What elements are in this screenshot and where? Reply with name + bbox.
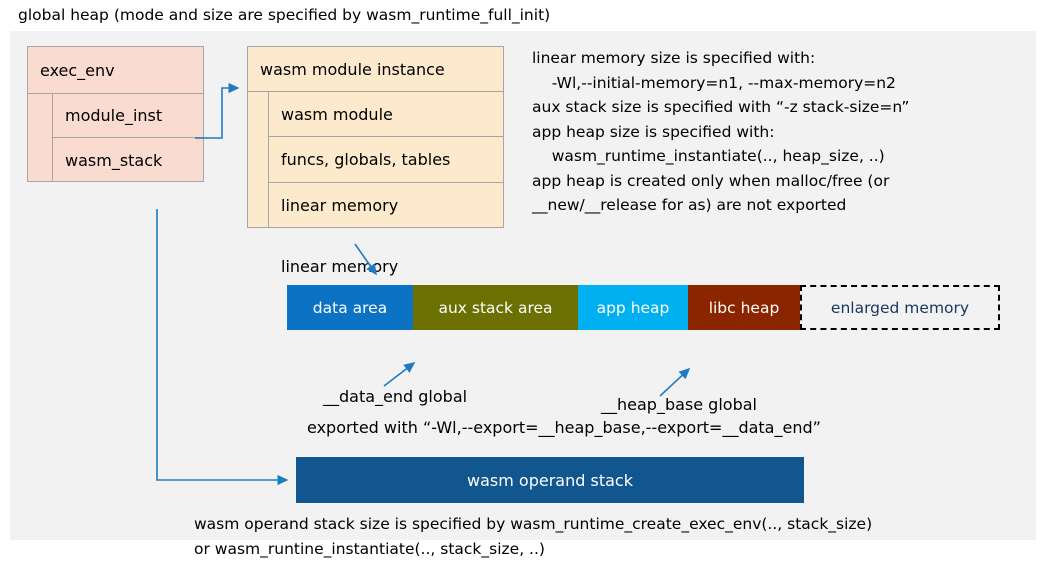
diagram-canvas: exec_env module_inst wasm_stack wasm mod… <box>10 31 1036 558</box>
wasm-operand-stack-bar: wasm operand stack <box>296 457 804 503</box>
field-funcs-globals-tables: funcs, globals, tables <box>269 137 503 183</box>
memory-segment-libc-heap: libc heap <box>688 285 800 330</box>
heap-base-global-label: __heap_base global <box>601 395 757 414</box>
exec-env-gutter <box>28 94 53 182</box>
field-linear-memory: linear memory <box>281 195 399 215</box>
exec-env-field-list: module_inst wasm_stack <box>53 94 203 182</box>
wasm-module-instance-gutter <box>248 92 269 228</box>
memory-segment-app-heap: app heap <box>578 285 688 330</box>
page-title: global heap (mode and size are specified… <box>18 6 551 24</box>
connector-wasm-stack-to-operand-stack <box>156 209 289 486</box>
export-flags-note: exported with “-Wl,--export=__heap_base,… <box>307 418 821 437</box>
memory-segment-data-area: data area <box>287 285 413 330</box>
field-wasm-module: wasm module <box>269 92 503 138</box>
data-end-global-label: __data_end global <box>323 387 468 406</box>
connector-data-end-pointer <box>383 362 416 387</box>
wasm-module-instance-box: wasm module instance wasm module funcs, … <box>247 46 504 228</box>
exec-env-box: exec_env module_inst wasm_stack <box>27 46 204 182</box>
wasm-module-instance-header: wasm module instance <box>248 47 503 92</box>
exec-env-header: exec_env <box>28 47 203 94</box>
memory-segment-enlarged-memory: enlarged memory <box>800 285 1000 330</box>
exec-env-field-module-inst: module_inst <box>53 94 203 138</box>
wasm-module-instance-field-list: wasm module funcs, globals, tables linea… <box>269 92 503 228</box>
linear-memory-caption: linear memory <box>281 257 399 276</box>
exec-env-field-wasm-stack: wasm_stack <box>65 150 163 170</box>
connector-heap-base-pointer <box>659 367 691 397</box>
exec-env-body: module_inst wasm_stack <box>28 94 203 182</box>
runtime-configuration-notes: linear memory size is specified with: -W… <box>532 49 910 214</box>
operand-stack-note: wasm operand stack size is specified by … <box>194 515 873 558</box>
memory-segment-aux-stack-area: aux stack area <box>413 285 578 330</box>
wasm-module-instance-body: wasm module funcs, globals, tables linea… <box>248 92 503 228</box>
